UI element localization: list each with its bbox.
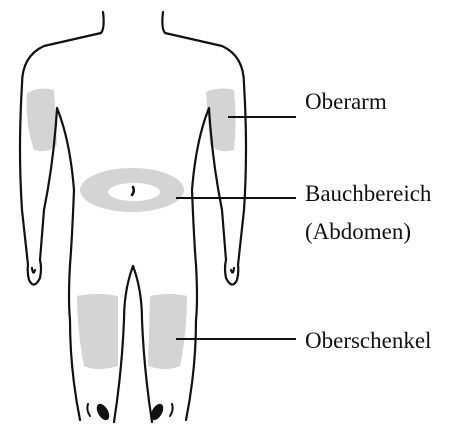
- thigh-zone-left-of-figure: [148, 294, 187, 369]
- abdomen-zone: [80, 168, 184, 212]
- label-upper-arm: Oberarm: [305, 88, 387, 116]
- knee-details: [94, 402, 166, 423]
- knee-right-line: [170, 404, 173, 416]
- label-abdomen-parenthetical: (Abdomen): [305, 218, 411, 246]
- label-thigh: Oberschenkel: [305, 327, 431, 355]
- upper-arm-zone-right-of-figure: [27, 89, 57, 152]
- navel-mark: [132, 187, 134, 195]
- thigh-zone-right-of-figure: [77, 294, 118, 369]
- right-hand-detail: [231, 268, 234, 273]
- label-abdomen: Bauchbereich: [305, 180, 431, 208]
- knee-left-cap: [94, 402, 112, 423]
- neck-line-left: [101, 12, 104, 33]
- injection-zones: [27, 88, 236, 369]
- neck-line-right: [162, 12, 165, 33]
- knee-left-line: [87, 404, 90, 416]
- left-hand-detail: [32, 268, 35, 273]
- body-outline: [20, 12, 246, 422]
